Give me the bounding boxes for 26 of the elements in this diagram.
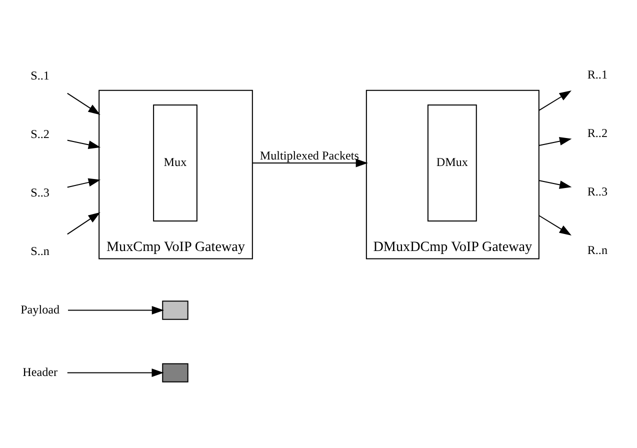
node-box xyxy=(162,363,188,382)
node-text: Payload xyxy=(20,302,60,316)
node-text: R..2 xyxy=(587,126,608,140)
node-text: S..2 xyxy=(30,126,50,141)
arrow xyxy=(68,306,164,314)
arrow xyxy=(67,212,100,235)
arrow xyxy=(67,178,101,188)
node-box: DMux xyxy=(427,104,477,222)
node-box xyxy=(162,300,188,320)
node-text: S..n xyxy=(30,244,50,258)
node-text: S..3 xyxy=(30,185,50,200)
arrow xyxy=(538,90,572,111)
arrow xyxy=(67,140,101,149)
arrow xyxy=(67,368,164,378)
arrow xyxy=(67,92,100,115)
node-text: S..1 xyxy=(30,68,50,82)
node-text: R..1 xyxy=(587,67,608,82)
arrow xyxy=(538,137,572,146)
node-box: Mux xyxy=(153,104,198,222)
arrow xyxy=(252,158,368,168)
arrow xyxy=(538,215,572,236)
node-text: Header xyxy=(22,364,58,379)
node-text: R..3 xyxy=(587,184,608,198)
node-text: R..n xyxy=(587,242,608,257)
edge-label: Multiplexed Packets xyxy=(260,148,359,163)
arrow xyxy=(538,180,572,189)
